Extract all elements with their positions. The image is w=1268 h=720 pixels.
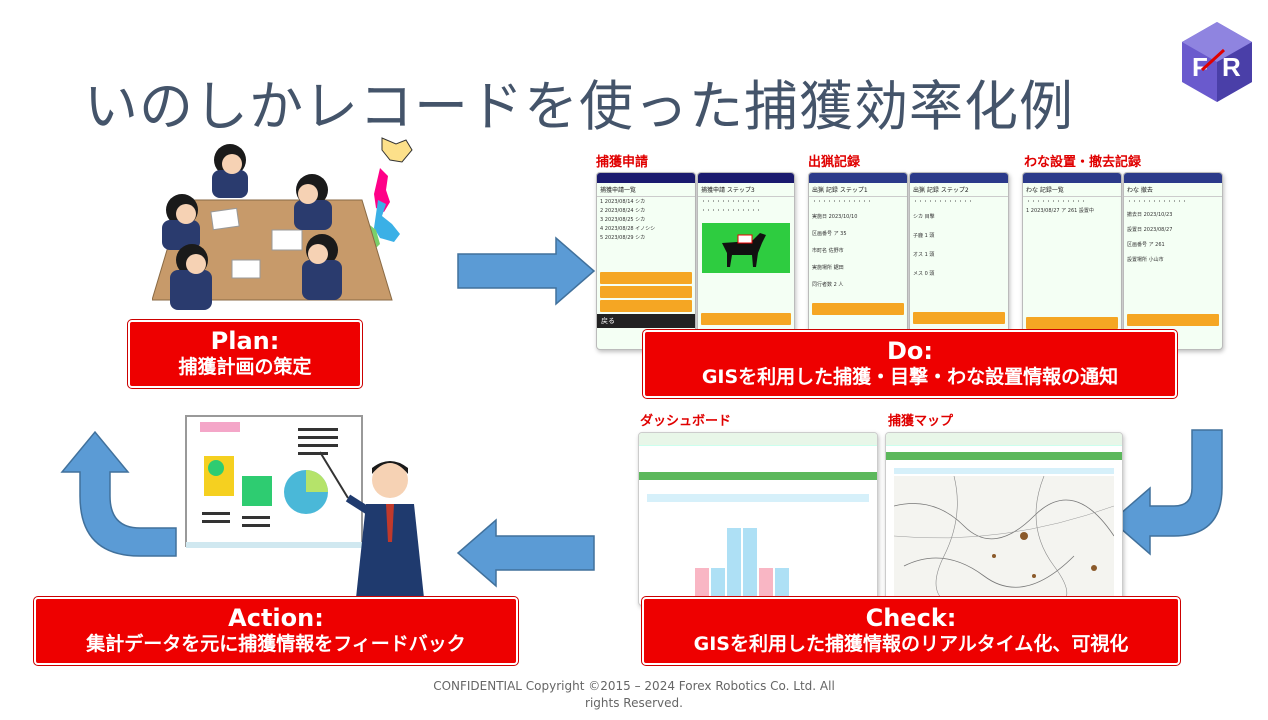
svg-text:F: F [1192, 52, 1208, 82]
phone-title: わな 記録一覧 [1023, 183, 1121, 197]
plan-subtitle: 捕獲計画の策定 [178, 356, 312, 378]
list-item: 1 2023/08/27 ア 261 設置中 [1026, 208, 1094, 214]
block-value: ア 261 [1148, 242, 1165, 248]
list-item: 1 2023/08/14 シカ [600, 199, 646, 205]
action-subtitle: 集計データを元に捕獲情報をフィードバック [86, 633, 466, 655]
phone-title: 捕獲申請一覧 [597, 183, 695, 197]
list-item: 3 2023/08/25 シカ [600, 217, 646, 223]
svg-text:R: R [1222, 52, 1241, 82]
forex-robotics-logo: F R [1182, 22, 1252, 102]
arrow-curve-up-icon [60, 430, 177, 557]
phone-screen-trap-list: わな 記録一覧 ・・・・・・・・・・・・ 1 2023/08/27 ア 261 … [1022, 172, 1122, 350]
phone-title: 出猟 記録 ステップ1 [809, 183, 907, 197]
plan-box: Plan: 捕獲計画の策定 [128, 320, 362, 388]
date-value: 2023/08/27 [1143, 227, 1173, 233]
section-hunting-record: 出猟記録 [808, 155, 861, 170]
section-dashboard: ダッシュボード [640, 414, 732, 429]
date-value: 2023/10/10 [828, 214, 858, 220]
phone-title: わな 撤去 [1124, 183, 1222, 197]
list-item: 4 2023/08/28 イノシシ [600, 226, 656, 232]
phone-screen-capture-list: 捕獲申請一覧 1 2023/08/14 シカ 2 2023/08/24 シカ 3… [596, 172, 696, 350]
action-box: Action: 集計データを元に捕獲情報をフィードバック [34, 597, 518, 665]
copyright-footer: CONFIDENTIAL Copyright ©2015 – 2024 Fore… [0, 678, 1268, 712]
check-subtitle: GISを利用した捕獲情報のリアルタイム化、可視化 [693, 633, 1129, 655]
section-capture-map: 捕獲マップ [888, 414, 954, 429]
phone-screen-hunting-step2: 出猟 記録 ステップ2 ・・・・・・・・・・・・ シカ 目撃 子鹿 1 頭 オス… [909, 172, 1009, 350]
city-value: 小山市 [1148, 257, 1164, 263]
map-area [893, 475, 1115, 605]
dashboard-screenshot [638, 432, 878, 606]
action-heading: Action: [228, 604, 324, 632]
deer-photo [702, 223, 790, 273]
date-value: 2023/10/23 [1143, 212, 1173, 218]
dashboard-bar-chart [695, 528, 789, 605]
check-box: Check: GISを利用した捕獲情報のリアルタイム化、可視化 [642, 597, 1180, 665]
check-heading: Check: [865, 604, 957, 632]
planning-meeting-illustration [152, 137, 413, 310]
slide-title: いのしかレコードを使った捕獲効率化例 [84, 75, 1074, 138]
phone-screen-capture-step3: 捕獲申請 ステップ3 ・・・・・・・・・・・・ ・・・・・・・・・・・・ [697, 172, 795, 350]
footer-line-1: CONFIDENTIAL Copyright ©2015 – 2024 Fore… [433, 679, 835, 693]
phone-screen-hunting-step1: 出猟 記録 ステップ1 ・・・・・・・・・・・・ 実施日 2023/10/10 … [808, 172, 908, 350]
list-item: 5 2023/08/29 シカ [600, 235, 646, 241]
phone-title: 捕獲申請 ステップ3 [698, 183, 794, 197]
arrow-left-icon [456, 518, 595, 588]
presentation-illustration [185, 415, 424, 598]
arrow-right-icon [457, 236, 596, 306]
do-heading: Do: [886, 337, 933, 365]
capture-map-screenshot [885, 432, 1123, 606]
footer-line-2: rights Reserved. [585, 696, 683, 710]
back-button: 戻る [597, 314, 695, 328]
phone-title: 出猟 記録 ステップ2 [910, 183, 1008, 197]
section-trap-record: わな設置・撤去記録 [1024, 155, 1142, 170]
list-item: 2 2023/08/24 シカ [600, 208, 646, 214]
phone-screen-trap-removal: わな 撤去 ・・・・・・・・・・・・ 撤去日 2023/10/23 設置日 20… [1123, 172, 1223, 350]
arrow-curve-down-left-icon [1110, 429, 1223, 556]
section-capture-request: 捕獲申請 [596, 155, 649, 170]
plan-heading: Plan: [210, 327, 280, 355]
do-box: Do: GISを利用した捕獲・目撃・わな設置情報の通知 [643, 330, 1177, 398]
do-subtitle: GISを利用した捕獲・目撃・わな設置情報の通知 [701, 366, 1119, 388]
